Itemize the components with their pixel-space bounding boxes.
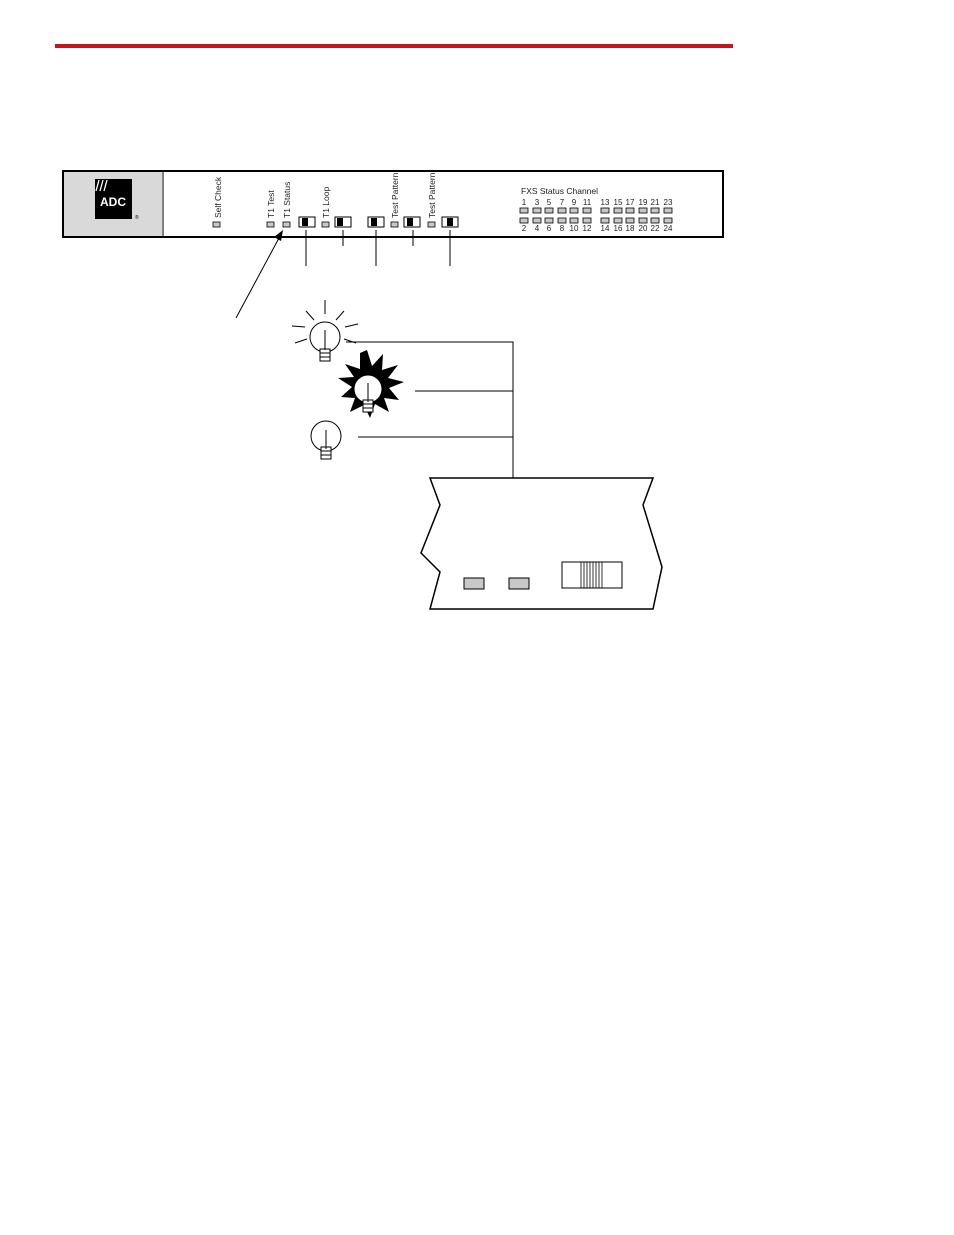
fxs-channel-label: 4 — [535, 224, 540, 233]
fxs-channel-label: 1 — [522, 198, 527, 207]
detail-led-2 — [508, 577, 530, 590]
adc-logo-icon: ADC ® — [95, 179, 139, 221]
fxs-channel-label: 24 — [664, 224, 673, 233]
fxs-led — [569, 207, 579, 214]
fxs-led — [650, 217, 660, 224]
fxs-channel-label: 10 — [570, 224, 579, 233]
fxs-led — [663, 217, 673, 224]
fxs-channel-label: 16 — [614, 224, 623, 233]
fxs-led — [519, 217, 529, 224]
lightbulb-on-icon — [291, 300, 359, 362]
fxs-led — [600, 207, 610, 214]
fxs-led — [638, 207, 648, 214]
t1-test-label: T1 Test — [266, 190, 276, 218]
fxs-channel-label: 5 — [547, 198, 552, 207]
fxs-channel-label: 22 — [651, 224, 660, 233]
switch-2[interactable] — [334, 216, 352, 228]
fxs-led — [557, 207, 567, 214]
led-self-check — [212, 221, 221, 228]
svg-text:®: ® — [135, 214, 139, 221]
fxs-led — [663, 207, 673, 214]
fxs-channel-label: 3 — [535, 198, 540, 207]
fxs-channel-label: 13 — [601, 198, 610, 207]
fxs-channel-label: 20 — [639, 224, 648, 233]
fxs-channel-label: 8 — [560, 224, 565, 233]
switch-5[interactable] — [441, 216, 459, 228]
fxs-led — [544, 207, 554, 214]
fxs-led — [569, 217, 579, 224]
fxs-channel-label: 7 — [560, 198, 565, 207]
t1-loop-label: T1 Loop — [321, 187, 331, 218]
fxs-led — [582, 217, 592, 224]
self-check-label: Self Check — [213, 176, 223, 218]
fxs-led — [532, 217, 542, 224]
fxs-channel-label: 9 — [572, 198, 577, 207]
fxs-channel-label: 6 — [547, 224, 552, 233]
fxs-led — [582, 207, 592, 214]
test-pattern-label-2: Test Pattern — [427, 172, 437, 218]
fxs-channel-label: 17 — [626, 198, 635, 207]
front-panel: ADC ® Self Check T1 Test T1 Status T1 Lo… — [62, 170, 724, 238]
fxs-channel-label: 19 — [639, 198, 648, 207]
detail-led-1 — [463, 577, 485, 590]
led-test-pattern-2 — [427, 221, 436, 228]
fxs-led — [557, 217, 567, 224]
switch-3[interactable] — [367, 216, 385, 228]
lightbulb-off-icon — [310, 420, 342, 460]
fxs-led — [532, 207, 542, 214]
fxs-channel-label: 11 — [583, 198, 592, 207]
fxs-led — [613, 207, 623, 214]
led-t1-test — [266, 221, 275, 228]
fxs-channel-label: 23 — [664, 198, 673, 207]
fxs-led — [650, 207, 660, 214]
led-t1-status — [282, 221, 291, 228]
led-test-pattern-1 — [390, 221, 399, 228]
t1-status-label: T1 Status — [282, 182, 292, 218]
fxs-channel-label: 18 — [626, 224, 635, 233]
switch-1[interactable] — [298, 216, 316, 228]
fxs-channel-label: 15 — [614, 198, 623, 207]
callout-lines — [305, 230, 451, 266]
detail-switch[interactable] — [561, 561, 623, 589]
test-pattern-label-1: Test Pattern — [390, 172, 400, 218]
logo-text: ADC — [100, 195, 126, 209]
fxs-channel-label: 14 — [601, 224, 610, 233]
fxs-led — [544, 217, 554, 224]
panel-detail — [420, 477, 663, 610]
fxs-led — [600, 217, 610, 224]
led-t1-loop — [321, 221, 330, 228]
switch-4[interactable] — [403, 216, 421, 228]
lightbulb-flashing-icon — [338, 350, 404, 418]
fxs-led — [519, 207, 529, 214]
fxs-led — [638, 217, 648, 224]
header-rule — [55, 44, 733, 48]
fxs-channel-label: 2 — [522, 224, 527, 233]
fxs-channel-label: 12 — [583, 224, 592, 233]
fxs-title: FXS Status Channel — [521, 186, 598, 196]
fxs-led — [625, 207, 635, 214]
fxs-led — [625, 217, 635, 224]
callout-arrow — [235, 230, 283, 319]
fxs-led — [613, 217, 623, 224]
fxs-channel-label: 21 — [651, 198, 660, 207]
